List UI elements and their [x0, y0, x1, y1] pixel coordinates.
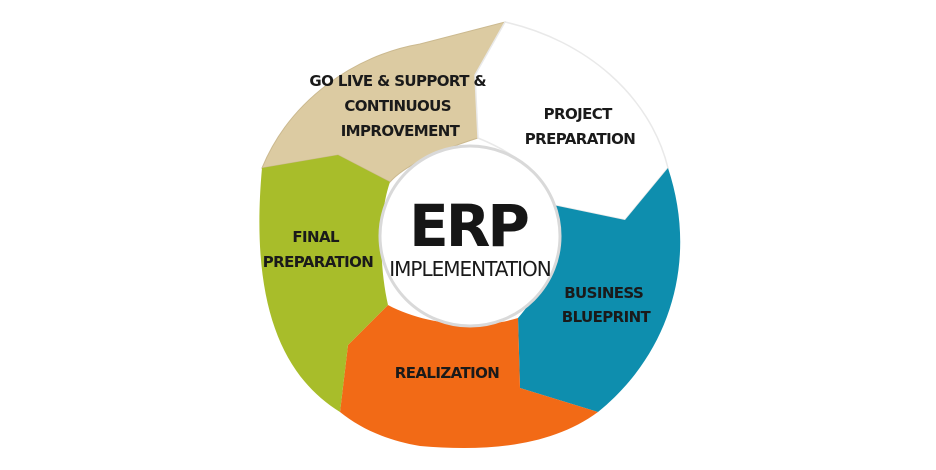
label-realization-line-1: REALIZATION	[395, 364, 499, 382]
label-final-preparation-line-1: FINAL	[292, 228, 340, 246]
center-hub-ring	[378, 144, 562, 328]
center-hub: ERP IMPLEMENTATION	[378, 144, 562, 328]
segment-final-preparation-shape	[259, 155, 390, 412]
label-go-live-support: GO LIVE & SUPPORT & CONTINUOUS IMPROVEME…	[309, 72, 490, 140]
label-go-live-support-line-2: CONTINUOUS	[344, 97, 451, 115]
label-project-preparation-line-2: PREPARATION	[525, 130, 636, 148]
label-realization: REALIZATION	[395, 364, 499, 382]
cycle-segments	[259, 21, 681, 449]
center-title: ERP	[409, 192, 528, 260]
segment-realization-shape	[340, 305, 598, 449]
label-project-preparation: PROJECT PREPARATION	[525, 105, 636, 148]
center-subtitle: IMPLEMENTATION	[389, 257, 550, 281]
label-go-live-support-line-1: GO LIVE & SUPPORT &	[309, 72, 486, 90]
segment-labels: GO LIVE & SUPPORT & CONTINUOUS IMPROVEME…	[263, 72, 652, 382]
segment-go-live-support-shape	[261, 21, 507, 183]
label-final-preparation-line-2: PREPARATION	[263, 253, 374, 271]
label-final-preparation: FINAL PREPARATION	[263, 228, 374, 271]
label-business-blueprint: BUSINESS BLUEPRINT	[562, 284, 652, 326]
label-go-live-support-line-3: IMPROVEMENT	[341, 122, 461, 140]
label-business-blueprint-line-1: BUSINESS	[564, 284, 643, 302]
label-business-blueprint-line-2: BLUEPRINT	[562, 308, 652, 326]
label-project-preparation-line-1: PROJECT	[544, 105, 614, 123]
